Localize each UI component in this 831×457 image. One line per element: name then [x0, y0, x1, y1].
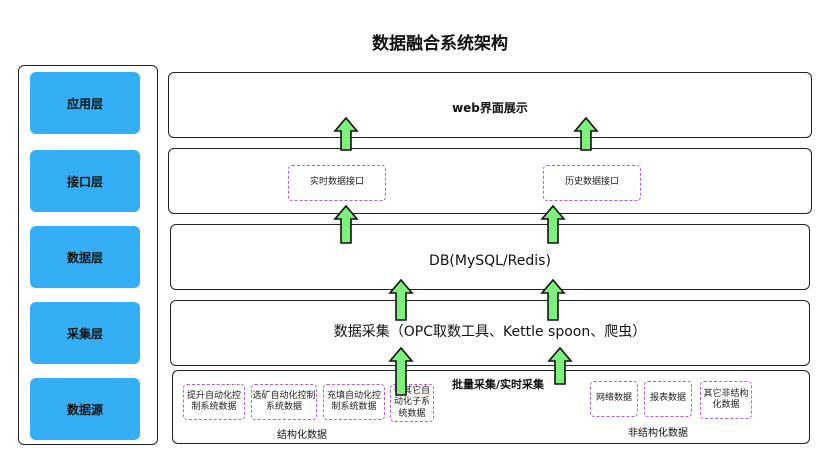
db-label: DB(MySQL/Redis)	[429, 253, 551, 269]
structured-data-caption: 结构化数据	[277, 430, 327, 441]
source-item-other-auto-label: 等其它自动化子系统数据	[393, 386, 430, 419]
unstructured-data-caption: 非结构化数据	[628, 428, 688, 439]
source-item-backfill: 充填自动化控制系统数据	[323, 384, 385, 420]
source-item-hoist-label: 提升自动化控制系统数据	[186, 390, 241, 412]
source-item-hoist: 提升自动化控制系统数据	[183, 384, 245, 420]
layer-tag-application: 应用层	[30, 72, 140, 134]
source-item-other-unstructured-label: 其它非结构化数据	[703, 388, 749, 410]
source-item-report: 报表数据	[644, 381, 692, 417]
layer-tag-data: 数据层	[30, 226, 140, 288]
source-item-backfill-label: 充填自动化控制系统数据	[326, 390, 381, 412]
collection-label: 数据采集（OPC取数工具、Kettle spoon、爬虫）	[333, 324, 647, 340]
realtime-interface-label: 实时数据接口	[309, 177, 364, 188]
realtime-interface-box: 实时数据接口	[288, 165, 386, 201]
history-interface-label: 历史数据接口	[564, 177, 619, 188]
app-layer-box: web界面展示	[168, 72, 812, 138]
source-item-other-auto: 等其它自动化子系统数据	[390, 384, 434, 422]
layer-tag-interface: 接口层	[30, 150, 140, 212]
page-title: 数据融合系统架构	[372, 34, 508, 54]
history-interface-box: 历史数据接口	[543, 165, 641, 201]
data-layer-box: DB(MySQL/Redis)	[170, 224, 810, 290]
source-item-report-label: 报表数据	[649, 393, 686, 404]
batch-collection-label: 批量采集/实时采集	[452, 378, 545, 391]
source-item-network: 网络数据	[590, 381, 638, 417]
source-item-network-label: 网络数据	[595, 393, 632, 404]
source-item-other-unstructured: 其它非结构化数据	[700, 381, 752, 419]
web-ui-label: web界面展示	[452, 100, 528, 115]
collection-layer-box: 数据采集（OPC取数工具、Kettle spoon、爬虫）	[170, 300, 810, 366]
layer-tag-source: 数据源	[30, 378, 140, 440]
source-item-mineral-label: 选矿自动化控制系统数据	[252, 390, 316, 412]
interface-layer-box	[168, 148, 812, 214]
source-item-mineral: 选矿自动化控制系统数据	[251, 384, 317, 420]
layer-tag-collection: 采集层	[30, 302, 140, 364]
